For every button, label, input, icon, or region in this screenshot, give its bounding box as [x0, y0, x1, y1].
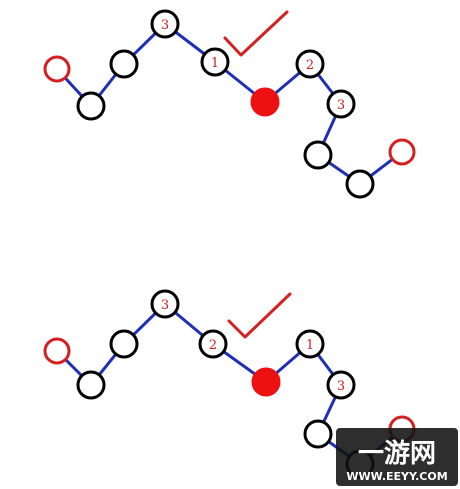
node-label: 1	[211, 56, 219, 71]
path-node[interactable]: 3	[326, 89, 356, 119]
path-node[interactable]	[345, 169, 375, 199]
path-node[interactable]: 3	[150, 289, 180, 319]
node-label: 2	[209, 338, 217, 353]
path-node[interactable]: 1	[295, 329, 325, 359]
start-node[interactable]	[43, 55, 71, 83]
site-watermark: 一游网 WWW.EEYY.COM	[336, 428, 458, 486]
current-node[interactable]	[251, 367, 281, 397]
node-label: 3	[337, 98, 345, 113]
node-label: 3	[337, 379, 345, 394]
start-node[interactable]	[43, 337, 71, 365]
watermark-url-text: WWW.EEYY.COM	[346, 470, 447, 483]
puzzle-1: 3 1 2 3	[43, 9, 416, 199]
path-node[interactable]	[109, 49, 139, 79]
path-node[interactable]: 2	[198, 329, 228, 359]
current-node[interactable]	[250, 87, 280, 117]
puzzle-1-nodes: 3 1 2 3	[43, 9, 416, 199]
path-node[interactable]	[303, 419, 333, 449]
end-node[interactable]	[388, 138, 416, 166]
path-node[interactable]	[76, 91, 106, 121]
node-label: 1	[306, 338, 314, 353]
path-node[interactable]	[109, 329, 139, 359]
path-node[interactable]	[76, 370, 106, 400]
watermark-logo-text: 一游网	[358, 439, 436, 469]
checkmark-icon	[223, 10, 289, 57]
path-node[interactable]: 2	[295, 49, 325, 79]
node-label: 3	[161, 298, 169, 313]
node-label: 2	[306, 58, 314, 73]
checkmark-icon	[227, 292, 292, 339]
path-node[interactable]: 3	[326, 370, 356, 400]
path-node[interactable]: 1	[200, 47, 230, 77]
path-node[interactable]: 3	[150, 9, 180, 39]
path-node[interactable]	[303, 140, 333, 170]
watermark-background	[336, 428, 458, 486]
node-label: 3	[161, 18, 169, 33]
